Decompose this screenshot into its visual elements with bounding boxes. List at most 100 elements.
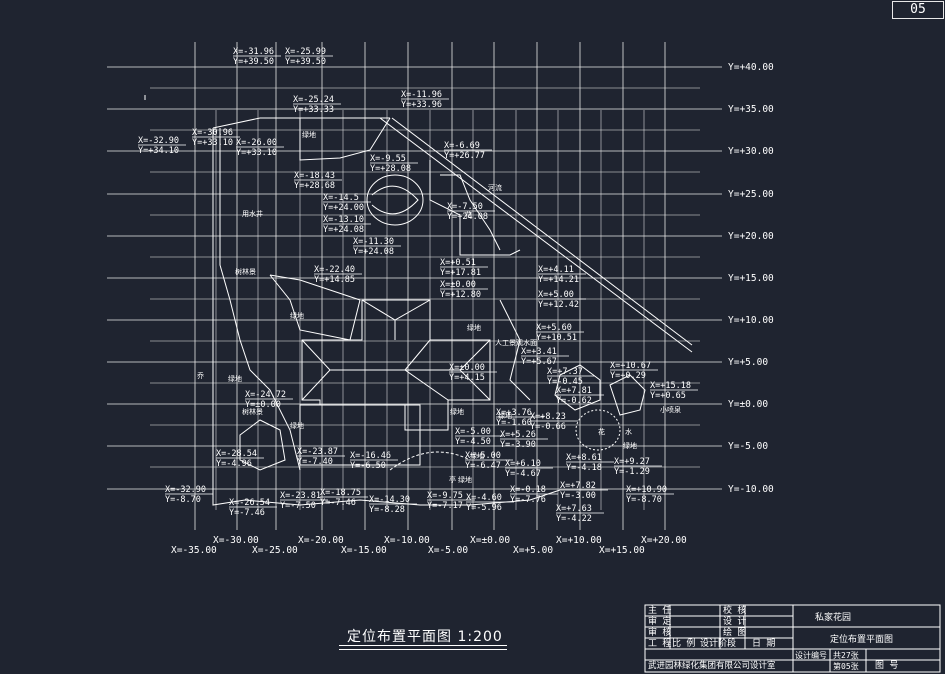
- feature-label: 绿地: [228, 374, 242, 383]
- coordinate-tag: X=+7.37Y=-0.45: [547, 367, 595, 387]
- svg-text:X=+5.00: X=+5.00: [538, 290, 574, 300]
- feature-label: 小喷泉: [660, 405, 681, 414]
- svg-text:X=+5.26: X=+5.26: [500, 430, 536, 440]
- title-block: [644, 604, 941, 673]
- coordinate-tag: X=-6.69Y=+26.77: [444, 141, 492, 161]
- coordinate-tag: X=+7.63Y=-4.22: [556, 504, 604, 524]
- coordinate-tag: X=-18.43Y=+28.68: [294, 171, 342, 191]
- svg-text:Y=-5.96: Y=-5.96: [466, 503, 502, 513]
- coordinate-tag: X=+4.11Y=+14.21: [538, 265, 586, 285]
- x-axis-label: X=-35.00: [171, 545, 217, 556]
- coordinate-tag: X=-31.96Y=+39.50: [233, 47, 281, 67]
- svg-text:Y=-1.29: Y=-1.29: [614, 467, 650, 477]
- svg-text:Y=-3.90: Y=-3.90: [500, 440, 536, 450]
- main-building: [299, 299, 491, 466]
- svg-text:X=-5.00: X=-5.00: [455, 427, 491, 437]
- x-axis-label: X=+5.00: [513, 545, 553, 556]
- svg-text:Y=-4.67: Y=-4.67: [505, 469, 541, 479]
- coordinate-tag: X=+3.41Y=+5.67: [521, 347, 569, 367]
- svg-text:Y=+39.50: Y=+39.50: [233, 57, 274, 67]
- tb-row-2-b: 绘 图: [723, 626, 746, 638]
- svg-text:X=-28.54: X=-28.54: [216, 449, 257, 459]
- drawing-no-label: 图 号: [875, 660, 898, 671]
- svg-text:X=-22.40: X=-22.40: [314, 265, 355, 275]
- svg-text:X=+8.23: X=+8.23: [530, 412, 566, 422]
- svg-text:X=-32.90: X=-32.90: [138, 136, 179, 146]
- x-axis-label: X=+20.00: [641, 535, 687, 546]
- sheet-this: 第05张: [833, 661, 859, 671]
- feature-label: 树林景: [235, 267, 256, 276]
- svg-text:X=-6.69: X=-6.69: [444, 141, 480, 151]
- svg-text:Y=+14.85: Y=+14.85: [314, 275, 355, 285]
- feature-label: 绿地: [458, 475, 472, 484]
- coordinate-tag: X=-5.00Y=-6.47: [465, 451, 513, 471]
- feature-label: 绿地: [470, 451, 484, 460]
- svg-text:X=-4.60: X=-4.60: [466, 493, 502, 503]
- tb-row-1-a: 审 定: [648, 615, 671, 627]
- coordinate-tag: X=-25.24Y=+33.33: [293, 95, 341, 115]
- feature-label: 水: [625, 427, 632, 436]
- x-axis-label: X=-20.00: [298, 535, 344, 546]
- coordinate-tag: X=+8.23Y=-0.66: [530, 412, 578, 432]
- svg-text:X=-30.96: X=-30.96: [192, 128, 233, 138]
- svg-text:Y=-7.40: Y=-7.40: [297, 457, 333, 467]
- svg-text:X=±0.00: X=±0.00: [440, 280, 476, 290]
- y-axis-label: Y=+25.00: [728, 189, 774, 200]
- svg-text:Y=-7.46: Y=-7.46: [320, 498, 356, 508]
- feature-label: 绿地: [450, 407, 464, 416]
- coordinate-tag: X=-7.50Y=+24.08: [447, 202, 495, 222]
- svg-text:Y=-7.46: Y=-7.46: [229, 508, 265, 518]
- coordinate-tag: X=-23.87Y=-7.40: [297, 447, 345, 467]
- svg-text:X=-7.50: X=-7.50: [447, 202, 483, 212]
- feature-label: 河流: [488, 183, 502, 192]
- svg-text:X=-18.75: X=-18.75: [320, 488, 361, 498]
- svg-text:X=-14.30: X=-14.30: [369, 495, 410, 505]
- x-axis-label: X=-15.00: [341, 545, 387, 556]
- site-outline: [212, 117, 693, 506]
- svg-text:X=-5.00: X=-5.00: [465, 451, 501, 461]
- feature-label: 花: [598, 427, 605, 436]
- x-axis-label: X=+10.00: [556, 535, 602, 546]
- svg-text:X=+6.10: X=+6.10: [505, 459, 541, 469]
- svg-text:Y=-7.50: Y=-7.50: [280, 501, 316, 511]
- svg-text:Y=+39.50: Y=+39.50: [285, 57, 326, 67]
- svg-text:Y=+12.80: Y=+12.80: [440, 290, 481, 300]
- sheet-total: 共27张: [833, 651, 859, 660]
- coordinate-tag: X=-14.30Y=-8.28: [369, 495, 417, 515]
- svg-text:Y=-0.62: Y=-0.62: [556, 396, 592, 406]
- svg-text:Y=-4.18: Y=-4.18: [566, 463, 602, 473]
- svg-text:Y=+24.00: Y=+24.00: [323, 203, 364, 213]
- svg-text:X=-16.46: X=-16.46: [350, 451, 391, 461]
- svg-text:Y=+24.08: Y=+24.08: [323, 225, 364, 235]
- svg-text:Y=+0.29: Y=+0.29: [610, 371, 646, 381]
- svg-text:Y=+28.68: Y=+28.68: [294, 181, 335, 191]
- x-axis-label: X=±0.00: [470, 535, 510, 546]
- svg-text:Y=-3.00: Y=-3.00: [560, 491, 596, 501]
- svg-text:Y=-0.45: Y=-0.45: [547, 377, 583, 387]
- svg-text:X=-13.10: X=-13.10: [323, 215, 364, 225]
- title-underline: [339, 645, 507, 650]
- svg-text:Y=+0.65: Y=+0.65: [650, 391, 686, 401]
- coordinate-tag: X=-14.5Y=+24.00: [323, 193, 371, 213]
- svg-text:X=+7.63: X=+7.63: [556, 504, 592, 514]
- feature-label: 绿地: [290, 311, 304, 320]
- svg-text:X=+10.90: X=+10.90: [626, 485, 667, 495]
- coordinate-tag: X=+7.81Y=-0.62: [556, 386, 604, 406]
- svg-text:Y=+12.42: Y=+12.42: [538, 300, 579, 310]
- svg-text:Y=-8.70: Y=-8.70: [626, 495, 662, 505]
- features: [144, 95, 646, 471]
- svg-text:X=+5.60: X=+5.60: [536, 323, 572, 333]
- y-axis-label: Y=+20.00: [728, 231, 774, 242]
- svg-text:X=±0.00: X=±0.00: [449, 363, 485, 373]
- drawing-title: 定位布置平面图 1:200: [347, 629, 503, 645]
- company-name: 武进园林绿化集团有限公司设计室: [648, 660, 776, 671]
- tb-row-3-a: 工 程: [648, 638, 671, 649]
- svg-text:X=+15.18: X=+15.18: [650, 381, 691, 391]
- y-axis-label: Y=+30.00: [728, 146, 774, 157]
- coordinate-tag: X=±0.00Y=+4.15: [449, 363, 497, 383]
- x-axis-label: X=+15.00: [599, 545, 645, 556]
- coordinate-tag: X=-32.90Y=+34.10: [138, 136, 186, 156]
- svg-text:X=+3.76: X=+3.76: [496, 408, 532, 418]
- svg-text:X=+0.51: X=+0.51: [440, 258, 476, 268]
- drawing-name: 定位布置平面图: [830, 633, 893, 645]
